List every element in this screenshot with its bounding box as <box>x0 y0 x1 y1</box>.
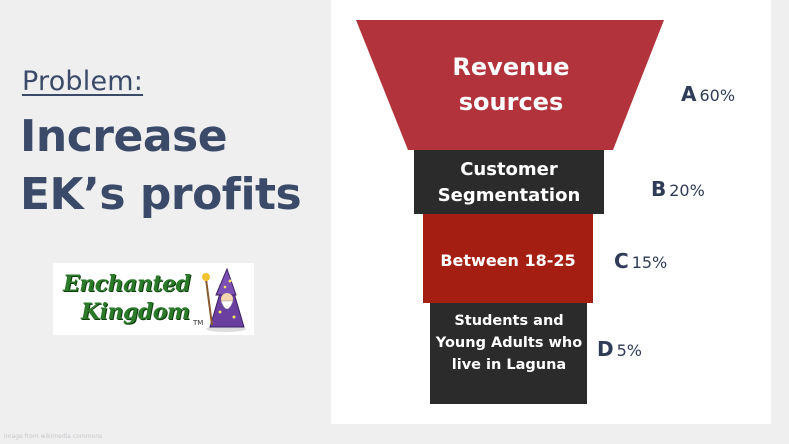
funnel-stage-revenue <box>356 20 664 150</box>
stage-letter-a: A <box>681 82 697 106</box>
stage-value-d: 5% <box>616 341 642 360</box>
problem-label: Problem: <box>22 66 144 97</box>
stage-letter-c: C <box>614 249 629 273</box>
stage-label-revenue: Revenue sources <box>452 53 570 116</box>
enchanted-kingdom-logo: Enchanted Kingdom TM <box>53 263 254 335</box>
stage-label-students: Students and Young Adults who live in La… <box>435 313 583 373</box>
funnel-stage-students <box>430 303 587 404</box>
stage-value-c: 15% <box>631 253 668 272</box>
stage-label-segmentation: Customer Segmentation <box>437 159 581 206</box>
image-credit: Image from wikimedia commons <box>4 433 103 440</box>
stage-letter-d: D <box>597 337 614 361</box>
headline: Increase EK’s profits <box>20 108 330 224</box>
wizard-icon <box>202 267 246 332</box>
funnel-stage-age <box>423 214 593 303</box>
stage-letter-b: B <box>651 177 667 201</box>
headline-line-1: Increase <box>20 111 228 162</box>
logo-word-2: Kingdom <box>81 299 190 325</box>
stage-value-b: 20% <box>669 181 705 200</box>
funnel-card: Revenue sources Customer Segmentation Be… <box>331 0 771 424</box>
stage-label-age: Between 18-25 <box>440 251 576 270</box>
logo-tm: TM <box>193 319 204 327</box>
funnel-diagram <box>356 20 664 404</box>
funnel-stage-segmentation <box>414 150 604 214</box>
headline-line-2: EK’s profits <box>20 169 302 220</box>
logo-word-1: Enchanted <box>63 271 191 297</box>
stage-value-a: 60% <box>699 86 736 105</box>
title-panel: Problem: Increase EK’s profits Enchanted… <box>0 0 330 444</box>
